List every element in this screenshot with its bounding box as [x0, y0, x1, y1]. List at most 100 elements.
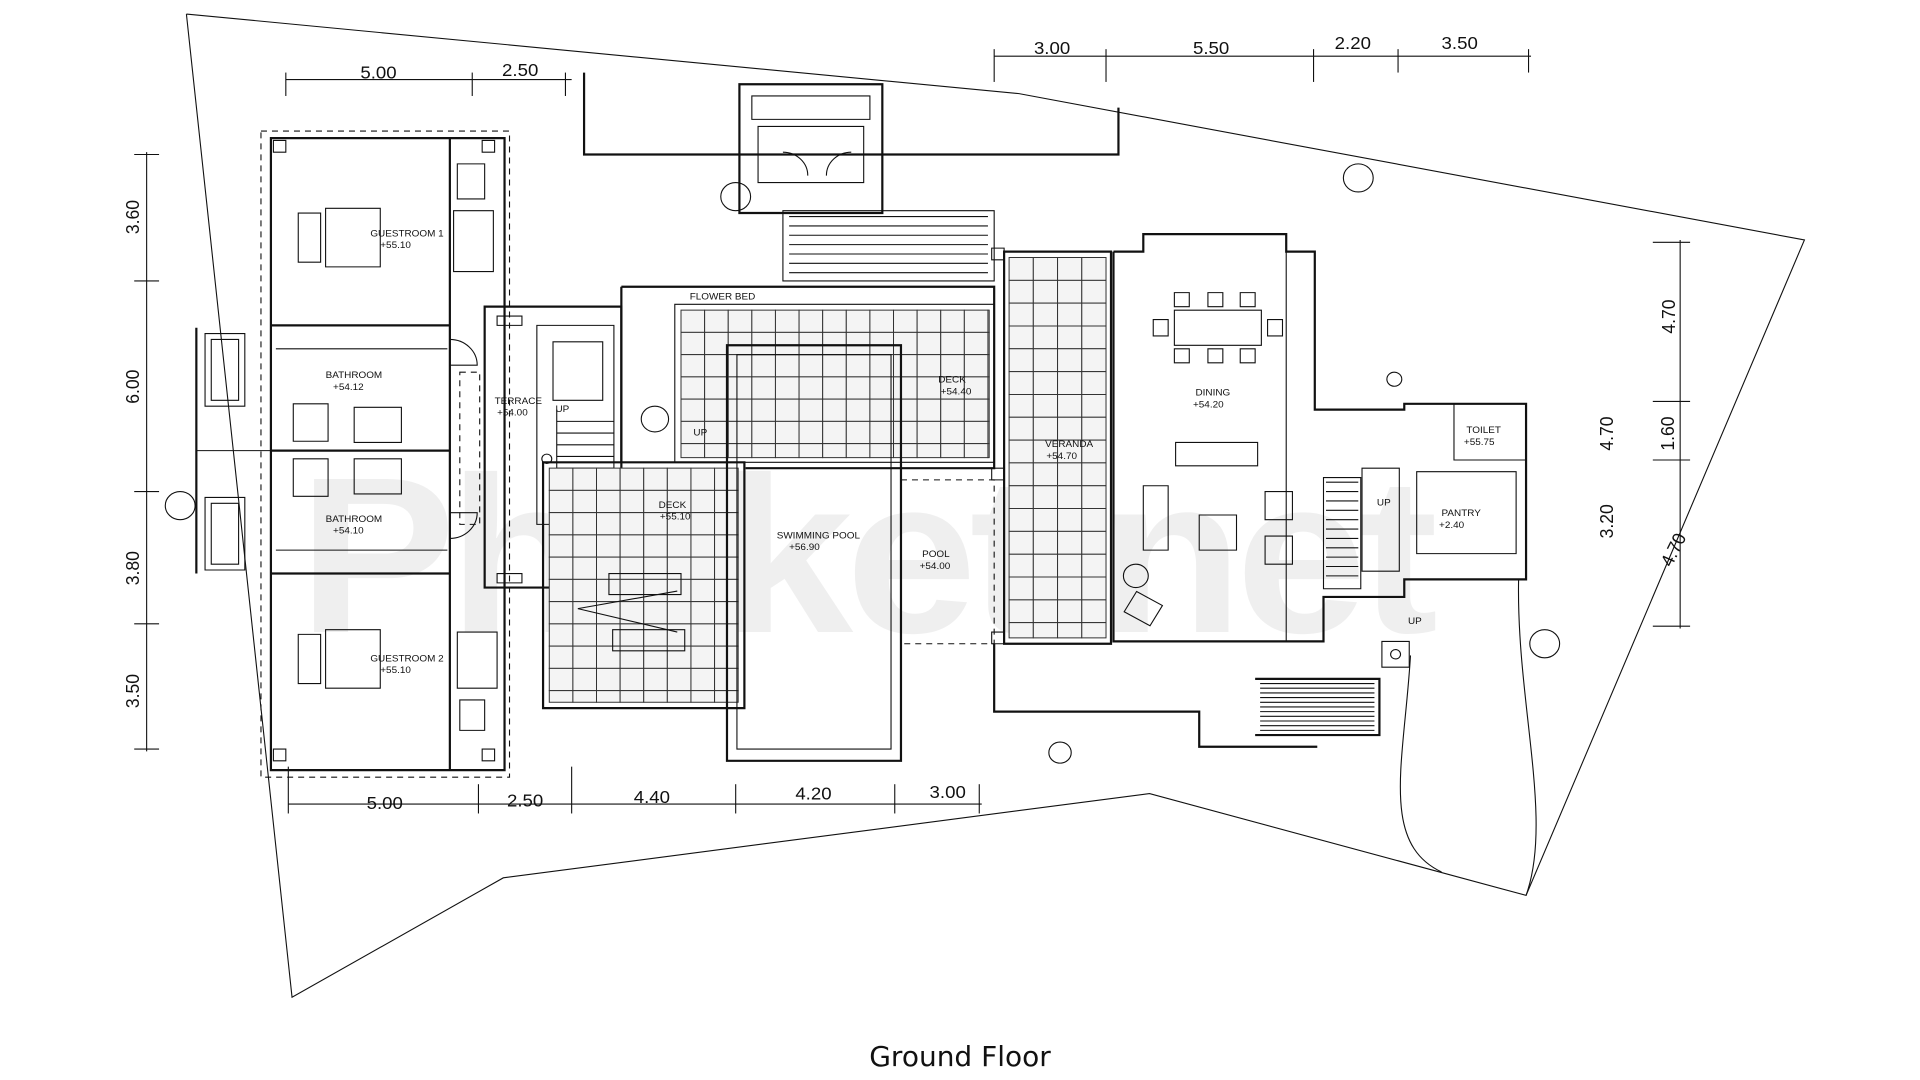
floor-tile [681, 355, 705, 377]
floor-tile [988, 377, 989, 399]
floor-tile [1033, 258, 1057, 281]
entrance [584, 73, 1118, 281]
floor-tile [644, 579, 668, 601]
floor-tile [775, 377, 799, 399]
label-dining: DINING [1195, 388, 1230, 399]
floor-tile [870, 355, 894, 377]
dim-right-2: 1.60 [1657, 416, 1678, 450]
floor-tile [799, 355, 823, 377]
floor-tile [1033, 394, 1057, 417]
floor-tile [644, 602, 668, 624]
floor-tile [917, 355, 941, 377]
floor-tile [752, 444, 776, 458]
floor-tile [988, 355, 989, 377]
floor-tile [1033, 486, 1057, 509]
label-pool: SWIMMING POOL [777, 531, 861, 542]
floor-tile [941, 332, 965, 354]
floor-tile [705, 355, 729, 377]
floor-tile [549, 490, 573, 512]
dim-top-right-1: 3.00 [1034, 38, 1070, 57]
floor-tile [1033, 417, 1057, 440]
floor-tile [691, 468, 715, 490]
floor-tile [644, 646, 668, 668]
floor-tile [620, 535, 644, 557]
floor-tile [1082, 417, 1106, 440]
floor-tile [988, 444, 989, 458]
floor-tile [667, 691, 691, 703]
floor-tile [620, 646, 644, 668]
floor-tile [1058, 486, 1082, 509]
floor-tile [1082, 486, 1106, 509]
floor-tile [549, 624, 573, 646]
floor-tile [823, 421, 847, 443]
floor-tile [1058, 554, 1082, 577]
floor-tile [752, 377, 776, 399]
floor-tile [917, 399, 941, 421]
floor-tile [549, 535, 573, 557]
floor-tile [728, 332, 752, 354]
floor-tile [1009, 349, 1033, 372]
floor-tile [728, 421, 752, 443]
floor-tile [894, 399, 918, 421]
room-labels: GUESTROOM 1 +55.10 BATHROOM +54.12 BATHR… [326, 229, 1501, 676]
floor-tile [1033, 463, 1057, 486]
guest-wing [196, 131, 509, 777]
floor-tile [1082, 326, 1106, 349]
floor-tile [1009, 372, 1033, 395]
label-up-2: UP [693, 428, 707, 439]
floor-tile [941, 355, 965, 377]
floor-tile [823, 399, 847, 421]
floor-tile [728, 355, 752, 377]
floor-tile [1082, 394, 1106, 417]
dim-bottom-3: 4.40 [634, 787, 670, 806]
floor-tile [1058, 577, 1082, 600]
floor-tile [667, 579, 691, 601]
floor-tile [597, 513, 621, 535]
dimension-lines [134, 49, 1690, 813]
floor-tile [799, 444, 823, 458]
floor-tile [1033, 303, 1057, 326]
dim-top-left-1: 5.00 [360, 63, 396, 82]
floor-tile [1058, 372, 1082, 395]
deck-left [543, 462, 744, 708]
floor-tile [752, 421, 776, 443]
floor-tile [1009, 577, 1033, 600]
floor-tile [573, 535, 597, 557]
floor-tile [775, 310, 799, 332]
floor-tile [705, 444, 729, 458]
floor-tile [597, 557, 621, 579]
floor-tile [549, 646, 573, 668]
floor-tile [667, 668, 691, 690]
level-terrace: +54.00 [497, 408, 528, 419]
dim-bottom-2: 2.50 [507, 791, 543, 810]
level-dining: +54.20 [1193, 400, 1224, 411]
floor-tile [1009, 531, 1033, 554]
floor-tile [1082, 280, 1106, 303]
floor-tile [823, 355, 847, 377]
floor-tile [846, 310, 870, 332]
floor-tile [752, 399, 776, 421]
floor-tile [752, 332, 776, 354]
floor-tile [1033, 349, 1057, 372]
floor-tile [941, 421, 965, 443]
floor-tile [1082, 554, 1106, 577]
floor-tile [705, 399, 729, 421]
floor-tile [1058, 280, 1082, 303]
floor-tile [728, 444, 752, 458]
floor-tile [1033, 577, 1057, 600]
floor-tile [1033, 531, 1057, 554]
dim-bottom-1: 5.00 [367, 793, 403, 812]
floor-tile [894, 310, 918, 332]
floor-tile [823, 310, 847, 332]
floor-tile [644, 557, 668, 579]
floor-tile [620, 490, 644, 512]
floor-tile [1082, 509, 1106, 532]
floor-tile [620, 602, 644, 624]
floor-tile [691, 602, 715, 624]
floor-tile [1033, 372, 1057, 395]
floor-tile [1009, 280, 1033, 303]
level-veranda: +54.70 [1046, 451, 1077, 462]
label-pantry: PANTRY [1442, 508, 1482, 519]
floor-tile [1058, 463, 1082, 486]
floor-tile [1009, 440, 1033, 463]
